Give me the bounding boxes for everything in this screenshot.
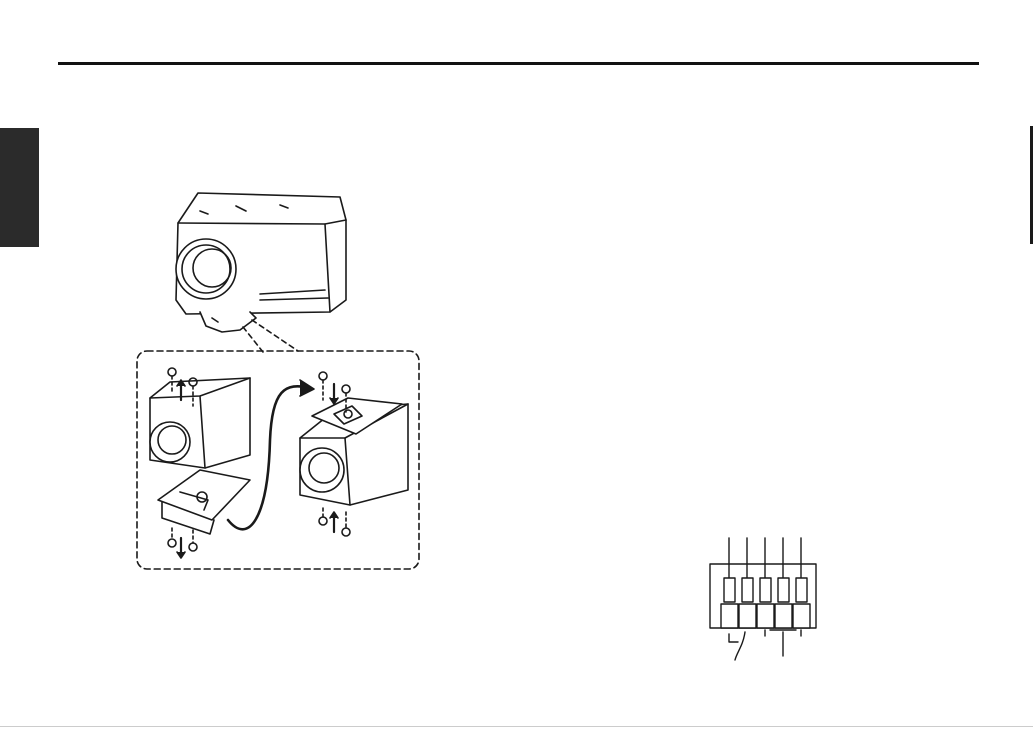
dip-switch-5 [793,538,810,628]
dip-switch-4 [775,538,792,628]
dip-switch-2 [739,538,756,628]
switch-2-leader [735,632,745,660]
dip-switch-3 [757,538,774,628]
switch-1-2-bracket [729,634,738,642]
dip-switch-1 [721,538,738,628]
